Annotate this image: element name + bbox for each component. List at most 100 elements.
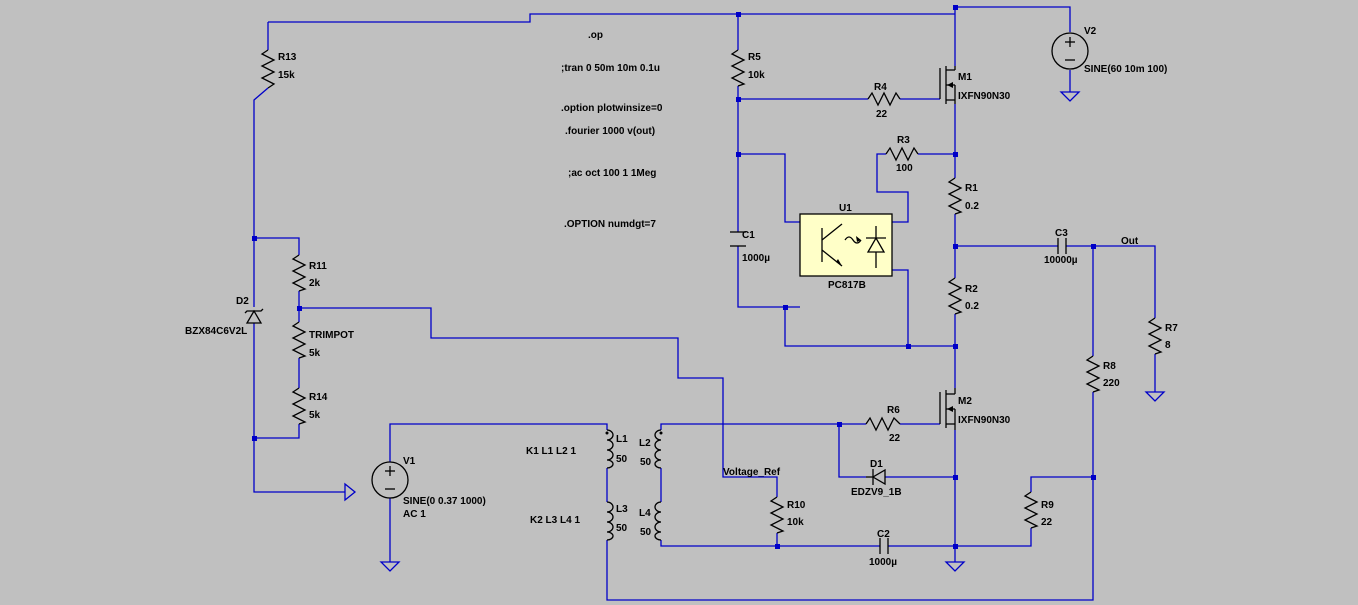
directive-op: .op xyxy=(588,30,603,41)
v2-ref: V2 xyxy=(1084,26,1097,37)
resistor-r2[interactable] xyxy=(947,277,963,315)
v2-value: SINE(60 10m 100) xyxy=(1084,64,1167,75)
r4-value: 22 xyxy=(876,109,888,120)
resistor-r3[interactable] xyxy=(885,146,919,162)
c2-value: 1000µ xyxy=(869,557,897,568)
mosfet-m1[interactable] xyxy=(939,66,956,104)
u1-value: PC817B xyxy=(828,280,866,291)
directive-ac: ;ac oct 100 1 1Meg xyxy=(568,168,656,179)
capacitor-c1[interactable] xyxy=(730,231,746,247)
mosfet-m2[interactable] xyxy=(939,388,956,430)
inductor-l4[interactable] xyxy=(654,501,662,541)
v1-value: SINE(0 0.37 1000) xyxy=(403,496,486,507)
u1-ref: U1 xyxy=(839,203,852,214)
v1-ref: V1 xyxy=(403,456,416,467)
r2-ref: R2 xyxy=(965,284,978,295)
r5-value: 10k xyxy=(748,70,765,81)
resistor-trimpot[interactable] xyxy=(291,321,307,359)
directive-option-plotwinsize: .option plotwinsize=0 xyxy=(561,103,663,114)
resistor-r7[interactable] xyxy=(1147,317,1163,355)
r9-value: 22 xyxy=(1041,517,1053,528)
m2-ref: M2 xyxy=(958,396,972,407)
zener-d2[interactable] xyxy=(244,308,264,324)
l4-value: 50 xyxy=(640,527,652,538)
resistor-r8[interactable] xyxy=(1085,355,1101,393)
d1-value: EDZV9_1B xyxy=(851,487,902,498)
c1-value: 1000µ xyxy=(742,253,770,264)
r13-ref: R13 xyxy=(278,52,297,63)
d1-ref: D1 xyxy=(870,459,883,470)
directive-tran: ;tran 0 50m 10m 0.1u xyxy=(561,63,660,74)
resistor-r6[interactable] xyxy=(865,416,901,432)
r6-ref: R6 xyxy=(887,405,900,416)
resistor-r13[interactable] xyxy=(260,49,276,89)
r2-value: 0.2 xyxy=(965,301,979,312)
r5-ref: R5 xyxy=(748,52,761,63)
r14-ref: R14 xyxy=(309,392,328,403)
directive-k1: K1 L1 L2 1 xyxy=(526,446,576,457)
capacitor-c2[interactable] xyxy=(879,538,889,554)
l1-dot xyxy=(605,431,609,435)
c2-ref: C2 xyxy=(877,529,890,540)
resistor-r1[interactable] xyxy=(947,177,963,215)
l2-ref: L2 xyxy=(639,438,651,449)
l3-ref: L3 xyxy=(616,504,628,515)
r8-value: 220 xyxy=(1103,378,1120,389)
r6-value: 22 xyxy=(889,433,901,444)
inductor-l2[interactable] xyxy=(654,429,662,469)
r7-ref: R7 xyxy=(1165,323,1178,334)
resistor-r5[interactable] xyxy=(730,49,746,87)
l2-dot xyxy=(659,431,663,435)
r1-value: 0.2 xyxy=(965,201,979,212)
ground-symbol xyxy=(1144,391,1166,402)
directive-fourier: .fourier 1000 v(out) xyxy=(565,126,655,137)
net-flag-arrow xyxy=(344,482,357,502)
r14-value: 5k xyxy=(309,410,321,421)
directive-k2: K2 L3 L4 1 xyxy=(530,515,580,526)
trimpot-ref: TRIMPOT xyxy=(309,330,354,341)
resistor-r4[interactable] xyxy=(867,91,901,107)
c3-value: 10000µ xyxy=(1044,255,1078,266)
r11-value: 2k xyxy=(309,278,321,289)
r3-ref: R3 xyxy=(897,135,910,146)
r11-ref: R11 xyxy=(309,261,327,272)
directive-option-numdgt: .OPTION numdgt=7 xyxy=(564,219,656,230)
voltage-ref-net-label: Voltage_Ref xyxy=(723,467,781,478)
r1-ref: R1 xyxy=(965,183,978,194)
l3-value: 50 xyxy=(616,523,628,534)
wires xyxy=(253,6,1156,601)
m2-value: IXFN90N30 xyxy=(958,415,1011,426)
trimpot-value: 5k xyxy=(309,348,321,359)
out-net-label: Out xyxy=(1121,236,1139,247)
r10-value: 10k xyxy=(787,517,804,528)
d2-value: BZX84C6V2L xyxy=(185,326,247,337)
component-labels: R13 15k R5 10k R4 22 R3 100 M1 IXFN90N30… xyxy=(185,26,1178,568)
ground-symbol xyxy=(1059,91,1081,102)
capacitor-c3[interactable] xyxy=(1057,238,1067,254)
voltage-source-v1[interactable] xyxy=(371,461,409,499)
l1-value: 50 xyxy=(616,454,628,465)
r3-value: 100 xyxy=(896,163,913,174)
r8-ref: R8 xyxy=(1103,361,1116,372)
inductor-l3[interactable] xyxy=(606,501,614,541)
l1-ref: L1 xyxy=(616,434,628,445)
ground-symbol xyxy=(379,561,401,572)
inductor-l1[interactable] xyxy=(606,429,614,469)
r4-ref: R4 xyxy=(874,82,887,93)
v1-ac: AC 1 xyxy=(403,509,426,520)
diode-d1[interactable] xyxy=(866,468,886,486)
optocoupler-u1[interactable] xyxy=(799,213,893,277)
m1-ref: M1 xyxy=(958,72,972,83)
resistor-r10[interactable] xyxy=(769,496,785,534)
resistor-r11[interactable] xyxy=(291,254,307,292)
r10-ref: R10 xyxy=(787,500,806,511)
resistor-r14[interactable] xyxy=(291,387,307,425)
spice-directives: .op ;tran 0 50m 10m 0.1u .option plotwin… xyxy=(526,30,663,526)
ground-symbol xyxy=(944,561,966,572)
c3-ref: C3 xyxy=(1055,228,1068,239)
voltage-source-v2[interactable] xyxy=(1051,32,1089,70)
m1-value: IXFN90N30 xyxy=(958,91,1011,102)
l2-value: 50 xyxy=(640,457,652,468)
resistor-r9[interactable] xyxy=(1023,491,1039,529)
